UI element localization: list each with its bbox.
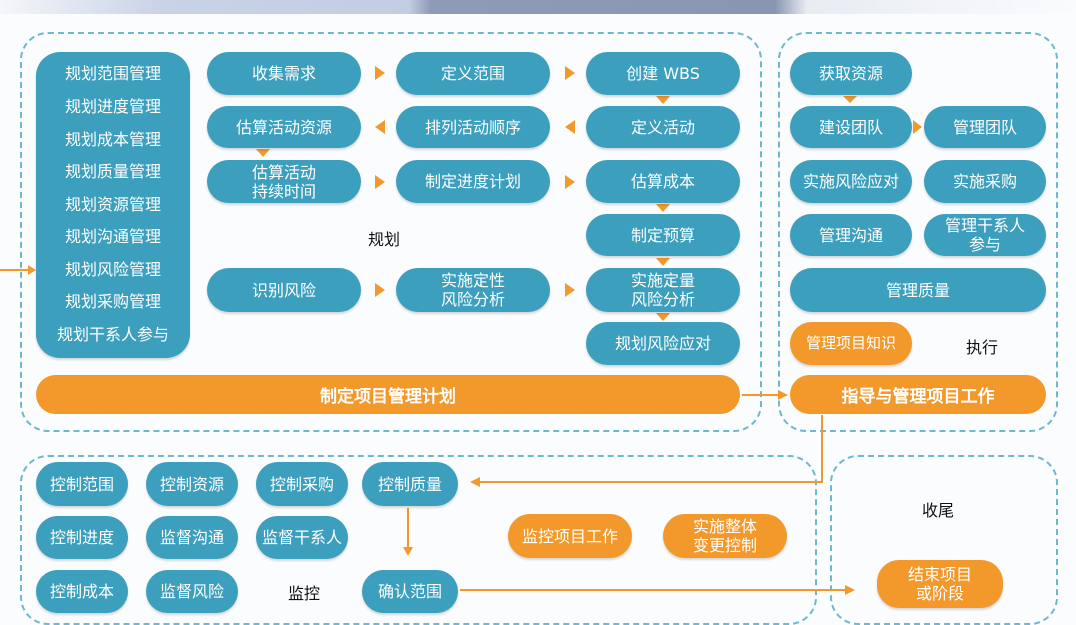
step-control-resources[interactable]: 控制资源 [146, 462, 238, 506]
side-item: 规划成本管理 [64, 129, 161, 149]
step-control-costs[interactable]: 控制成本 [36, 570, 128, 613]
step-qualitative-risk[interactable]: 实施定性 风险分析 [396, 268, 550, 312]
step-conduct-procurements[interactable]: 实施采购 [924, 160, 1046, 203]
step-define-scope[interactable]: 定义范围 [396, 52, 550, 95]
step-manage-stakeholder-engagement[interactable]: 管理干系人 参与 [924, 214, 1046, 256]
executing-label: 执行 [966, 338, 999, 357]
step-control-procurements[interactable]: 控制采购 [256, 462, 348, 506]
step-control-quality[interactable]: 控制质量 [362, 462, 458, 506]
step-estimate-costs[interactable]: 估算成本 [586, 160, 740, 203]
side-item: 规划进度管理 [64, 96, 161, 116]
step-control-scope[interactable]: 控制范围 [36, 462, 128, 506]
step-monitor-control-work[interactable]: 监控项目工作 [508, 514, 632, 558]
top-bar [0, 0, 1076, 14]
step-collect-requirements[interactable]: 收集需求 [207, 52, 361, 95]
step-develop-team[interactable]: 建设团队 [790, 106, 912, 148]
step-create-wbs[interactable]: 创建 WBS [586, 52, 740, 95]
step-manage-project-knowledge[interactable]: 管理项目知识 [790, 322, 912, 365]
side-item: 规划采购管理 [64, 292, 161, 312]
develop-pm-plan-bar[interactable]: 制定项目管理计划 [36, 375, 740, 414]
step-manage-quality[interactable]: 管理质量 [790, 268, 1046, 312]
direct-manage-work-bar[interactable]: 指导与管理项目工作 [790, 375, 1046, 414]
side-item: 规划沟通管理 [64, 227, 161, 247]
step-develop-schedule[interactable]: 制定进度计划 [396, 160, 550, 203]
step-acquire-resources[interactable]: 获取资源 [790, 52, 912, 95]
step-manage-team[interactable]: 管理团队 [924, 106, 1046, 148]
side-item: 规划资源管理 [64, 194, 161, 214]
step-monitor-risks[interactable]: 监督风险 [146, 570, 238, 613]
side-item: 规划风险管理 [64, 259, 161, 279]
step-close-project[interactable]: 结束项目 或阶段 [877, 560, 1003, 608]
step-define-activities[interactable]: 定义活动 [586, 106, 740, 148]
step-validate-scope[interactable]: 确认范围 [362, 570, 458, 613]
monitoring-label: 监控 [288, 584, 321, 603]
planning-group [20, 32, 762, 432]
step-determine-budget[interactable]: 制定预算 [586, 214, 740, 256]
step-quantitative-risk[interactable]: 实施定量 风险分析 [586, 268, 740, 312]
step-integrated-change-control[interactable]: 实施整体 变更控制 [663, 514, 787, 558]
step-estimate-durations[interactable]: 估算活动 持续时间 [207, 160, 361, 203]
closing-label: 收尾 [922, 501, 955, 520]
step-implement-risk-responses[interactable]: 实施风险应对 [790, 160, 912, 203]
step-estimate-resources[interactable]: 估算活动资源 [207, 106, 361, 148]
side-item: 规划干系人参与 [56, 325, 169, 345]
connectors [0, 66, 922, 595]
planning-side-list: 规划范围管理 规划进度管理 规划成本管理 规划质量管理 规划资源管理 规划沟通管… [36, 52, 190, 358]
side-item: 规划质量管理 [64, 162, 161, 182]
step-plan-risk-responses[interactable]: 规划风险应对 [586, 322, 740, 365]
planning-label: 规划 [368, 230, 401, 249]
step-monitor-stakeholders[interactable]: 监督干系人 [256, 516, 348, 559]
step-monitor-communications[interactable]: 监督沟通 [146, 516, 238, 559]
step-manage-communications[interactable]: 管理沟通 [790, 214, 912, 256]
executing-group [778, 32, 1058, 432]
step-sequence-activities[interactable]: 排列活动顺序 [396, 106, 550, 148]
step-control-schedule[interactable]: 控制进度 [36, 516, 128, 559]
side-item: 规划范围管理 [64, 64, 161, 84]
step-identify-risks[interactable]: 识别风险 [207, 268, 361, 312]
